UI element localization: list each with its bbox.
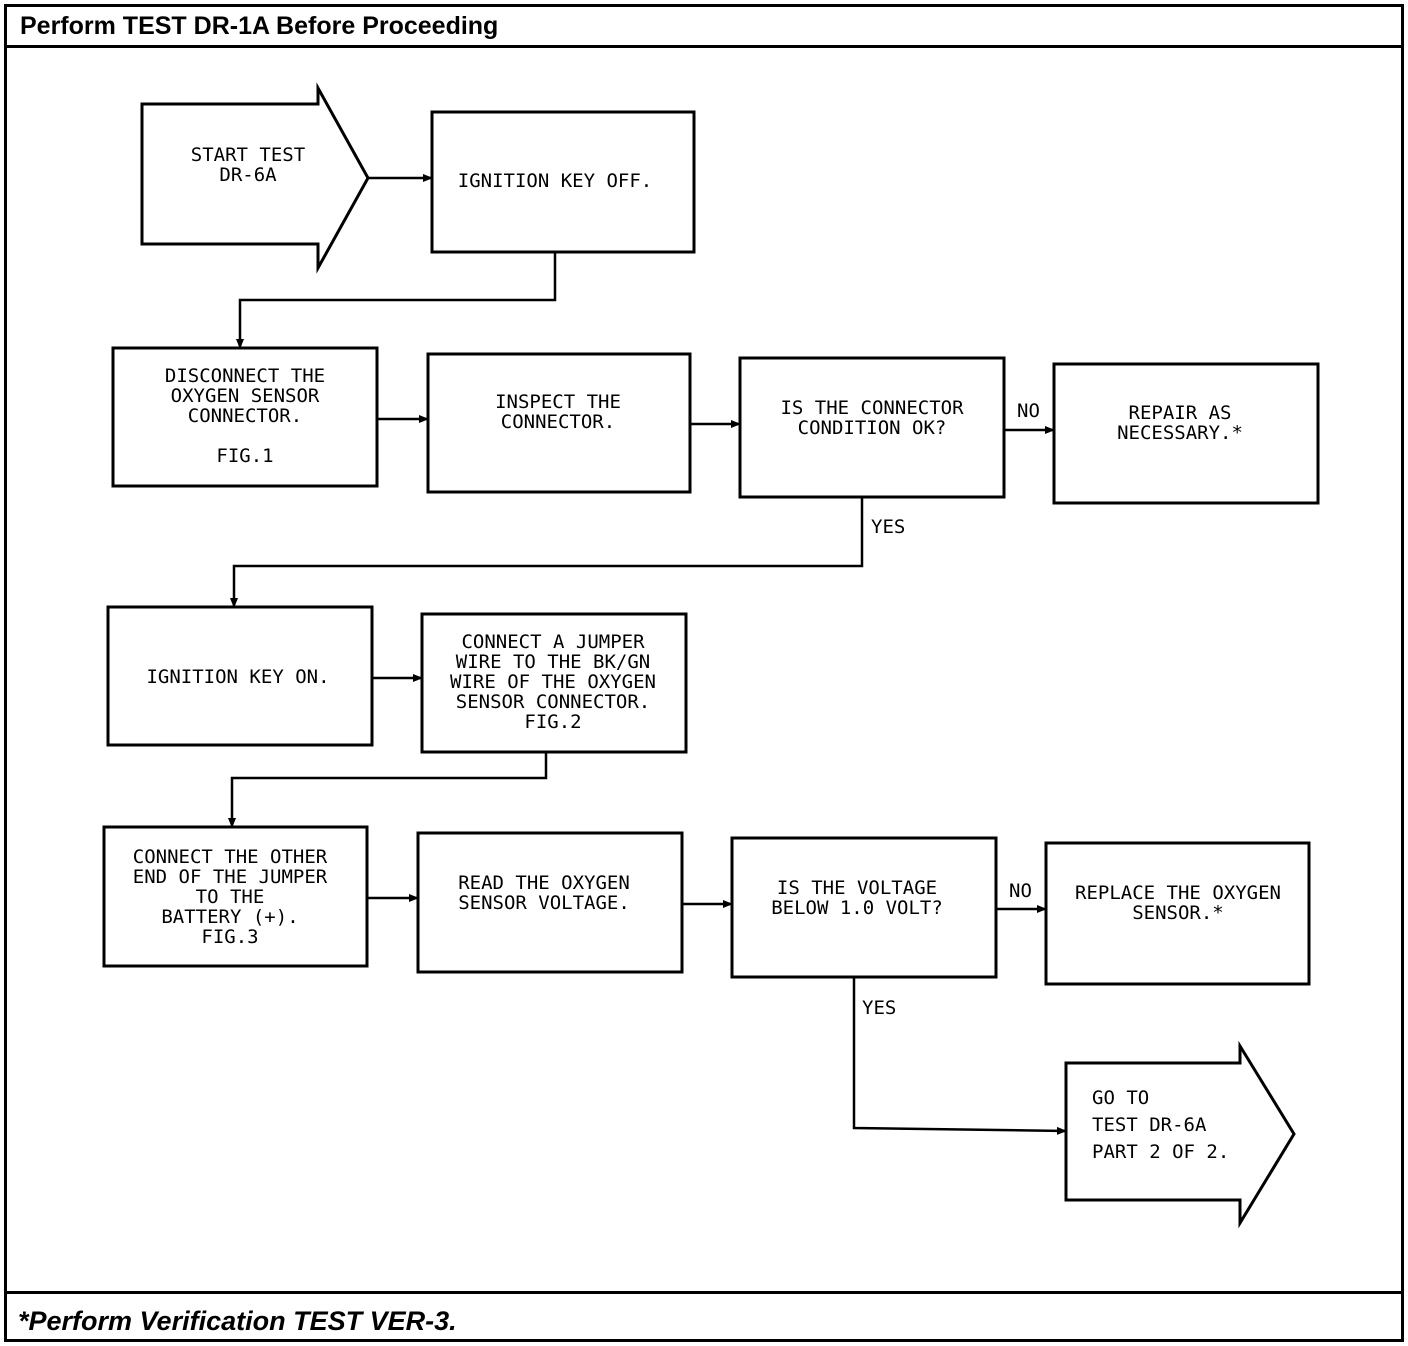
edge-label-no: NO: [1017, 400, 1040, 422]
node-label-line: BATTERY (+).: [161, 906, 298, 928]
node-label-line: PART 2 OF 2.: [1092, 1141, 1229, 1163]
node-label-line: GO TO: [1092, 1087, 1149, 1109]
node-label-line: CONNECT A JUMPER: [461, 631, 645, 653]
goto-node: GO TO TEST DR-6A PART 2 OF 2.: [1064, 1040, 1296, 1229]
node-label-line: READ THE OXYGEN: [458, 872, 630, 894]
node-label: GO TO TEST DR-6A PART 2 OF 2.: [1092, 1087, 1229, 1163]
node-label-line: CONNECT THE OTHER: [133, 846, 328, 868]
node-label: IGNITION KEY ON.: [146, 666, 329, 688]
edge-conn-ok-yes: [230, 497, 864, 608]
node-label-line: NECESSARY.*: [1117, 422, 1243, 444]
node-label-line: FIG.1: [216, 445, 273, 467]
node-label-line: WIRE TO THE BK/GN: [456, 651, 650, 673]
footer-note: *Perform Verification TEST VER-3.: [18, 1306, 457, 1336]
node-label-line: SENSOR CONNECTOR.: [456, 691, 650, 713]
node-label-line: DISCONNECT THE: [165, 365, 325, 387]
node-label-line: REPLACE THE OXYGEN: [1075, 882, 1281, 904]
edge-volt-below-yes: [852, 977, 1067, 1135]
node-label-line: CONNECTOR.: [188, 405, 302, 427]
node-label-line: FIG.3: [201, 926, 258, 948]
node-label-line: INSPECT THE: [495, 391, 621, 413]
node-label-line: TEST DR-6A: [1092, 1114, 1207, 1136]
edge-label-yes: YES: [862, 997, 896, 1019]
node-label-line: IS THE VOLTAGE: [777, 877, 937, 899]
header-bar: Perform TEST DR-1A Before Proceeding: [4, 4, 1404, 48]
node-label-line: IS THE CONNECTOR: [780, 397, 964, 419]
edge-label-yes: YES: [871, 516, 905, 538]
connectors: [228, 174, 1067, 1135]
edge-label-no: NO: [1009, 880, 1032, 902]
node-label-line: FIG.2: [524, 711, 581, 733]
node-label-line: WIRE OF THE OXYGEN: [450, 671, 656, 693]
footer-bar: *Perform Verification TEST VER-3.: [4, 1291, 1404, 1342]
edge-ign-off-to-disconnect: [236, 252, 557, 349]
node-label-line: START TEST: [191, 144, 305, 166]
node-label-line: CONNECTOR.: [501, 411, 615, 433]
node-label-line: OXYGEN SENSOR: [171, 385, 320, 407]
node-label-line: TO THE: [196, 886, 265, 908]
node-label-line: DR-6A: [219, 164, 277, 186]
page-frame: [4, 4, 1404, 1342]
node-label-line: SENSOR VOLTAGE.: [458, 892, 630, 914]
page-title: Perform TEST DR-1A Before Proceeding: [20, 12, 499, 40]
process-box-ignition-on: IGNITION KEY ON.: [106, 605, 374, 747]
process-box-ignition-off: IGNITION KEY OFF.: [430, 110, 696, 254]
node-label-line: REPAIR AS: [1129, 402, 1232, 424]
node-label-line: CONDITION OK?: [798, 417, 947, 439]
node-label-line: END OF THE JUMPER: [133, 866, 328, 888]
node-label-line: IGNITION KEY ON.: [146, 666, 329, 688]
edge-jumper-to-other-end: [228, 752, 548, 828]
node-label-line: SENSOR.*: [1132, 902, 1224, 924]
node-label-line: IGNITION KEY OFF.: [458, 170, 652, 192]
node-label: IGNITION KEY OFF.: [458, 170, 652, 192]
node-label-line: BELOW 1.0 VOLT?: [771, 897, 943, 919]
